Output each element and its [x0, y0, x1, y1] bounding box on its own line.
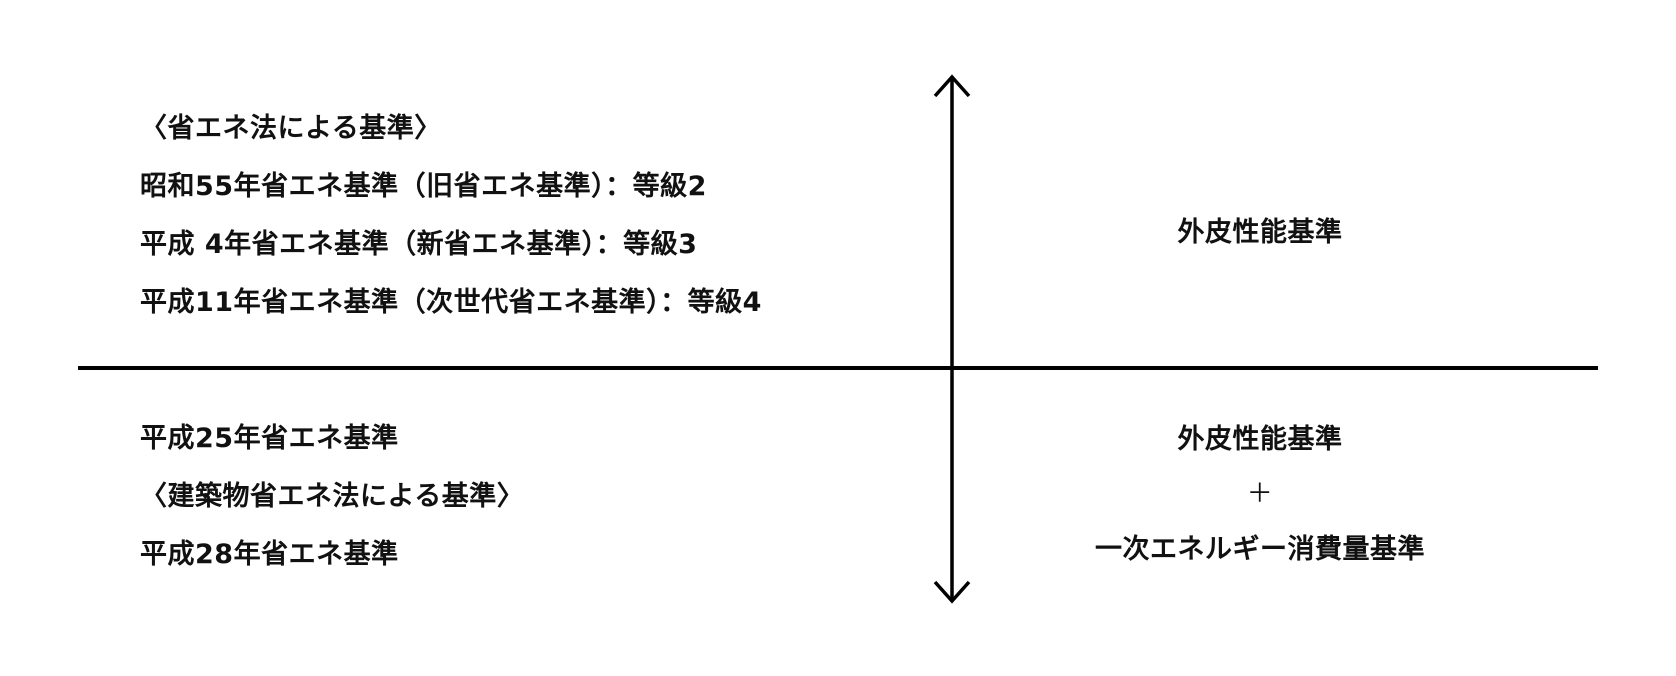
lower-right-quadrant: 外皮性能基準 ＋ 一次エネルギー消費量基準	[1040, 412, 1480, 577]
standard-item: 平成28年省エネ基準	[140, 539, 399, 570]
standard-item: 平成11年省エネ基準（次世代省エネ基準）：等級4	[140, 287, 762, 318]
primary-energy-label: 一次エネルギー消費量基準	[1095, 534, 1425, 565]
standard-item: 平成25年省エネ基準	[140, 423, 399, 454]
standard-item: 昭和55年省エネ基準（旧省エネ基準）：等級2	[140, 171, 707, 202]
law-heading: 〈省エネ法による基準〉	[140, 113, 442, 144]
upper-left-quadrant: 〈省エネ法による基準〉 昭和55年省エネ基準（旧省エネ基準）：等級2 平成 4年…	[140, 100, 762, 332]
envelope-performance-label: 外皮性能基準	[1177, 217, 1343, 248]
double-headed-vertical-arrow-icon	[933, 74, 971, 604]
lower-left-quadrant: 平成25年省エネ基準 〈建築物省エネ法による基準〉 平成28年省エネ基準	[140, 410, 524, 584]
horizontal-divider-line	[78, 366, 1598, 370]
law-heading: 〈建築物省エネ法による基準〉	[140, 481, 525, 512]
upper-right-quadrant: 外皮性能基準	[1070, 210, 1450, 249]
envelope-performance-label: 外皮性能基準	[1177, 424, 1343, 455]
plus-sign: ＋	[1246, 479, 1274, 509]
standard-item: 平成 4年省エネ基準（新省エネ基準）：等級3	[140, 229, 698, 260]
